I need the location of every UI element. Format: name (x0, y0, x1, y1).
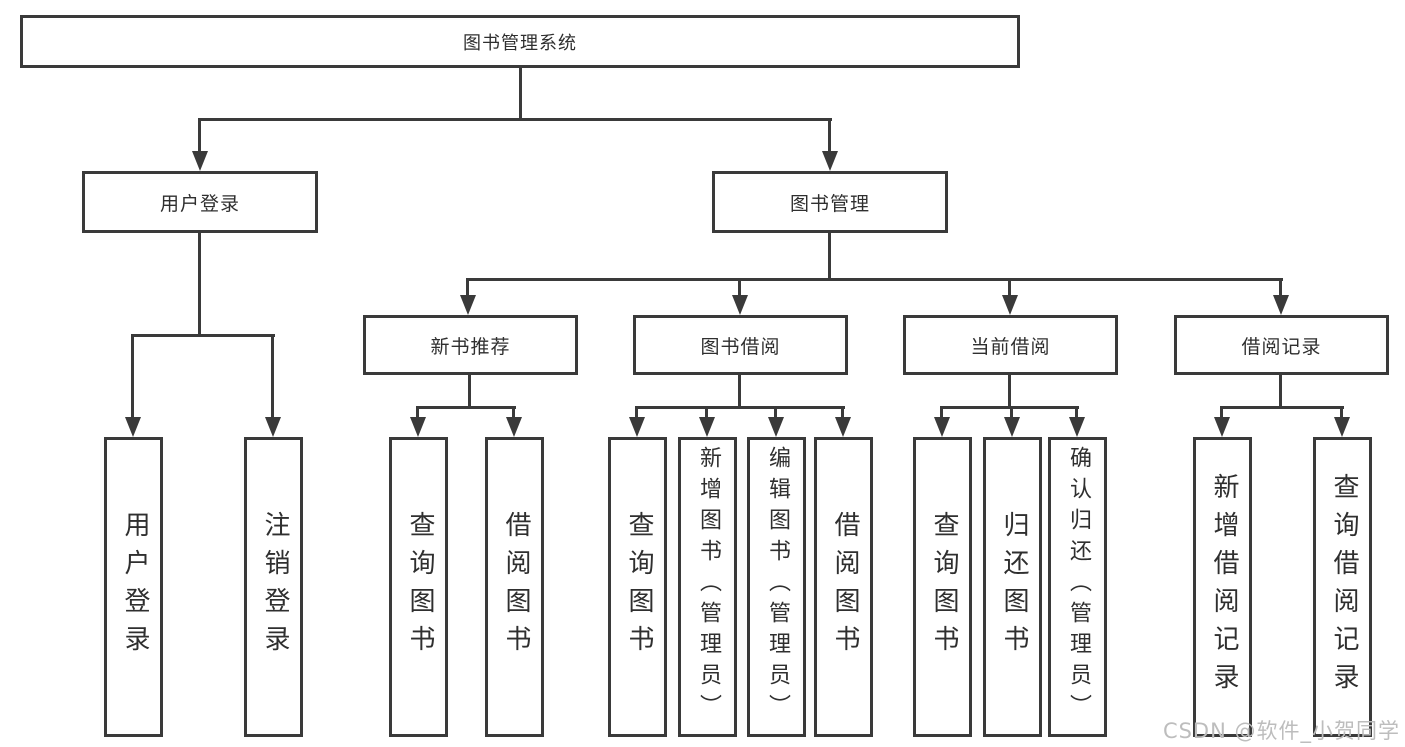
node-borrow-records: 借阅记录 (1174, 315, 1389, 375)
arrowhead-borrow-leaf-2 (699, 417, 715, 437)
connector-borrow-drop-1 (635, 406, 638, 419)
connector-recommend-drop-1 (416, 406, 419, 419)
connector-root-crossbar (198, 118, 832, 121)
connector-userlogin-drop-2 (271, 334, 274, 417)
arrowhead-to-book-management (822, 151, 838, 171)
arrowhead-records-leaf-1 (1214, 417, 1230, 437)
connector-bookmgmt-drop-4 (1279, 278, 1282, 297)
connector-records-drop-1 (1220, 406, 1223, 419)
leaf-return-book: 归还图书 (983, 437, 1042, 737)
connector-current-drop-1 (940, 406, 943, 419)
connector-borrow-drop-3 (774, 406, 777, 419)
connector-current-drop-2 (1010, 406, 1013, 419)
connector-current-drop-3 (1075, 406, 1078, 419)
leaf-query-books-current: 查询图书 (913, 437, 972, 737)
connector-bookmgmt-drop-2 (738, 278, 741, 297)
connector-userlogin-stem (198, 233, 201, 337)
connector-userlogin-crossbar (131, 334, 275, 337)
arrowhead-current-leaf-1 (934, 417, 950, 437)
csdn-watermark: CSDN @软件_小贺同学 (1162, 719, 1400, 743)
leaf-add-book-admin: 新增图书（管理员） (678, 437, 737, 737)
node-user-login: 用户登录 (82, 171, 318, 233)
connector-root-right-drop (828, 118, 831, 152)
node-current-borrow: 当前借阅 (903, 315, 1118, 375)
connector-current-stem (1008, 375, 1011, 409)
node-book-borrow: 图书借阅 (633, 315, 848, 375)
leaf-logout: 注销登录 (244, 437, 303, 737)
arrowhead-to-book-borrow (732, 295, 748, 315)
arrowhead-current-leaf-2 (1004, 417, 1020, 437)
connector-userlogin-drop-1 (131, 334, 134, 417)
connector-root-stem (519, 66, 522, 121)
arrowhead-to-leaf-user-login (125, 417, 141, 437)
leaf-borrow-books-recommend: 借阅图书 (485, 437, 544, 737)
leaf-query-borrow-record: 查询借阅记录 (1313, 437, 1372, 737)
leaf-add-borrow-record: 新增借阅记录 (1193, 437, 1252, 737)
arrowhead-to-leaf-logout (265, 417, 281, 437)
connector-borrow-stem (738, 375, 741, 409)
arrowhead-recommend-leaf-1 (410, 417, 426, 437)
leaf-query-books-borrow: 查询图书 (608, 437, 667, 737)
connector-borrow-drop-2 (705, 406, 708, 419)
leaf-query-books-recommend: 查询图书 (389, 437, 448, 737)
connector-records-stem (1279, 375, 1282, 409)
connector-current-crossbar (940, 406, 1079, 409)
leaf-edit-book-admin: 编辑图书（管理员） (747, 437, 806, 737)
connector-recommend-drop-2 (512, 406, 515, 419)
arrowhead-current-leaf-3 (1069, 417, 1085, 437)
connector-bookmgmt-crossbar (466, 278, 1283, 281)
connector-bookmgmt-stem (828, 233, 831, 281)
arrowhead-borrow-leaf-1 (629, 417, 645, 437)
connector-recommend-crossbar (416, 406, 516, 409)
connector-borrow-crossbar (635, 406, 845, 409)
connector-root-left-drop (198, 118, 201, 152)
connector-records-crossbar (1220, 406, 1344, 409)
node-book-management: 图书管理 (712, 171, 948, 233)
node-root-book-management-system: 图书管理系统 (20, 15, 1020, 68)
leaf-user-login: 用户登录 (104, 437, 163, 737)
arrowhead-records-leaf-2 (1334, 417, 1350, 437)
arrowhead-to-current-borrow (1002, 295, 1018, 315)
leaf-borrow-books-borrow: 借阅图书 (814, 437, 873, 737)
connector-recommend-stem (468, 375, 471, 409)
arrowhead-recommend-leaf-2 (506, 417, 522, 437)
leaf-confirm-return-admin: 确认归还（管理员） (1048, 437, 1107, 737)
arrowhead-to-borrow-records (1273, 295, 1289, 315)
arrowhead-to-new-book-recommend (460, 295, 476, 315)
arrowhead-to-user-login (192, 151, 208, 171)
connector-borrow-drop-4 (841, 406, 844, 419)
arrowhead-borrow-leaf-3 (768, 417, 784, 437)
connector-bookmgmt-drop-3 (1008, 278, 1011, 297)
connector-records-drop-2 (1340, 406, 1343, 419)
connector-bookmgmt-drop-1 (466, 278, 469, 297)
node-new-book-recommend: 新书推荐 (363, 315, 578, 375)
arrowhead-borrow-leaf-4 (835, 417, 851, 437)
